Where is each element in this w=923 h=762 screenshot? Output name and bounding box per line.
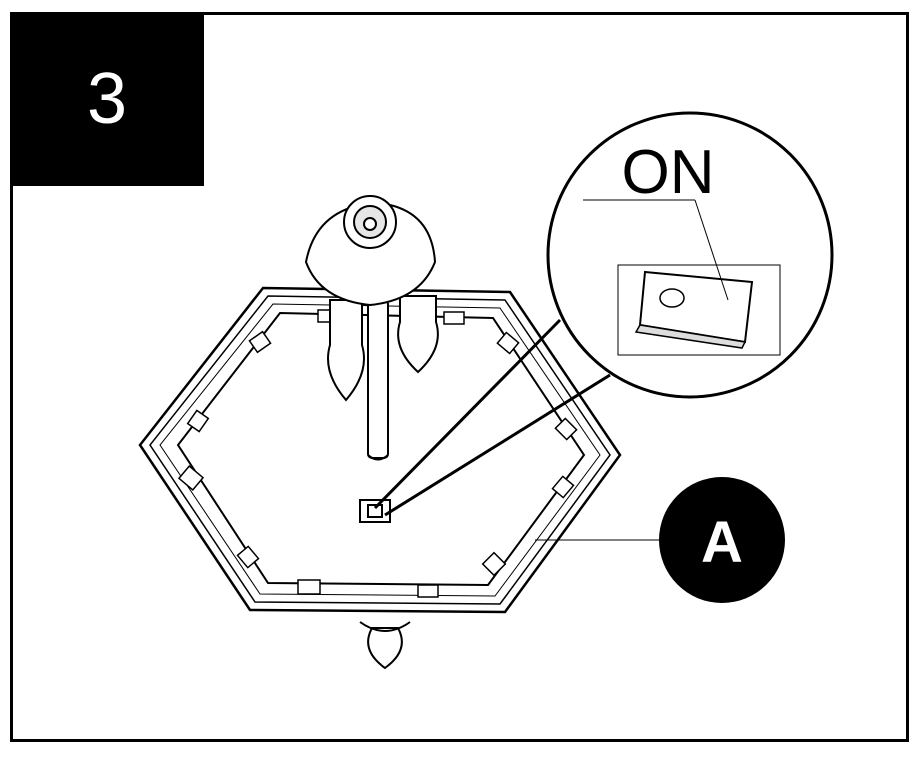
candle-bulbs (327, 295, 439, 402)
on-callout-label: ON (622, 138, 715, 207)
part-a-label: A (701, 510, 743, 575)
step-frame (10, 12, 909, 742)
part-a-callout: A (535, 477, 785, 603)
base-switch (359, 499, 391, 523)
callout-pointer (373, 318, 611, 517)
center-pole (367, 299, 389, 461)
mounting-clips (177, 309, 578, 598)
zoom-callout-circle: ON (546, 111, 834, 399)
step-number-badge: 3 (10, 12, 204, 186)
lamp-cap (304, 195, 437, 307)
step-number: 3 (86, 59, 128, 139)
bottom-bulb (359, 621, 411, 670)
